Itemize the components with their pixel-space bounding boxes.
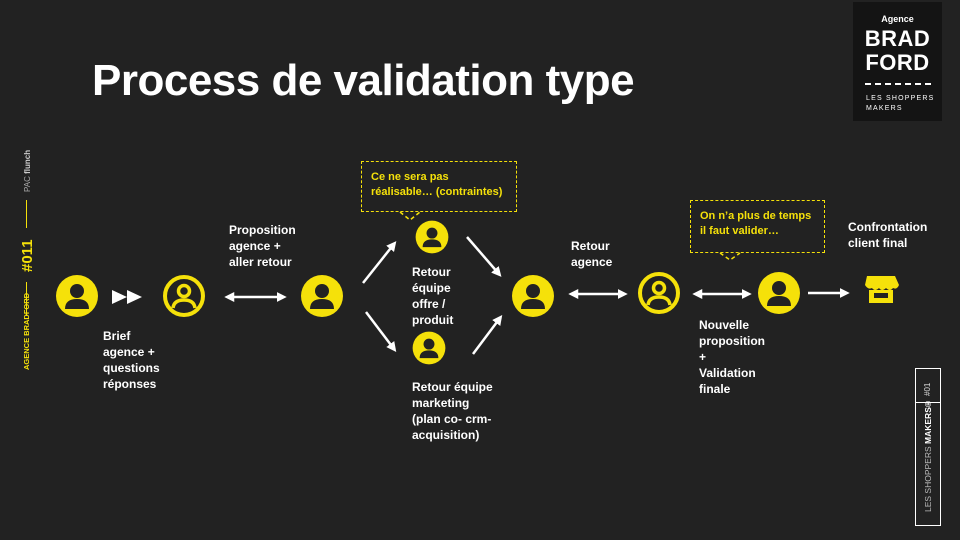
logo-ford: FORD [865,50,930,75]
arrow [365,311,397,352]
arrow [472,315,503,355]
person-outline-icon-agency-2 [638,272,680,314]
fast-forward-icon [112,290,142,304]
person-outline-icon-agency [163,275,205,317]
person-icon-marketing [412,331,446,365]
page-tag [915,368,941,526]
arrow [362,241,397,284]
person-icon-offre [415,220,449,254]
callout-tail [719,252,741,261]
person-icon-validation [758,272,800,314]
person-icon-proposition [301,275,343,317]
store-icon [865,276,899,303]
logo-sub1: LES SHOPPERS [866,95,935,102]
callout-tail [399,211,421,221]
logo-brad: BRAD [864,26,931,51]
sidebar-line-bottom [26,282,27,316]
logo-divider [864,83,931,85]
logo-sub2: MAKERS [866,105,903,112]
bradford-logo: Agence BRAD FORD LES SHOPPERS MAKERS [853,2,942,121]
page-title: Process de validation type [92,56,635,105]
sidebar-line-top [26,200,27,228]
person-icon-retour [512,275,554,317]
person-icon-client [56,275,98,317]
arrow [466,236,502,277]
logo-agence: Agence [881,14,914,24]
